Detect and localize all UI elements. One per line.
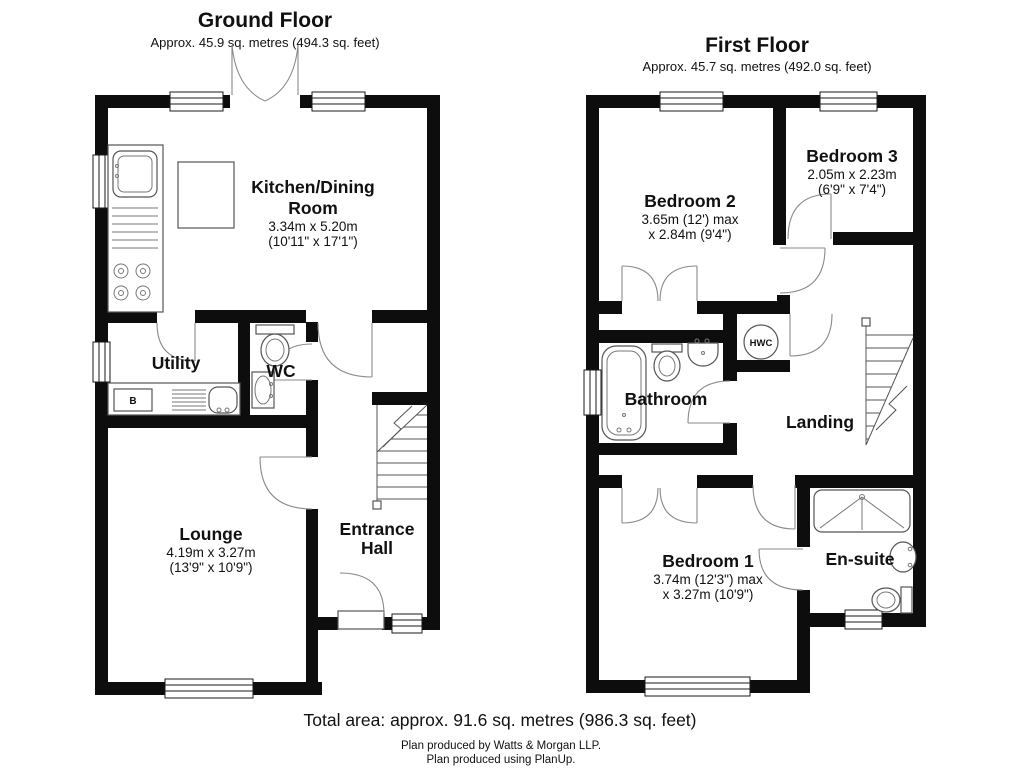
credit-line2: Plan produced using PlanUp. bbox=[427, 754, 576, 766]
kitchen-dim1: 3.34m x 5.20m bbox=[268, 219, 357, 234]
lounge-dim2: (13'9" x 10'9") bbox=[169, 560, 252, 575]
french-doors-icon bbox=[231, 44, 299, 102]
entrance-hall-label-line2: Hall bbox=[361, 538, 393, 558]
landing-label: Landing bbox=[786, 412, 854, 432]
ground-floor-title: Ground Floor bbox=[198, 9, 332, 32]
bedroom3-label: Bedroom 3 bbox=[806, 146, 898, 166]
bedroom2-label: Bedroom 2 bbox=[644, 191, 736, 211]
bathroom-toilet-icon bbox=[651, 343, 683, 382]
hwc-door-icon bbox=[789, 313, 833, 357]
bedroom3-door-icon bbox=[787, 193, 832, 240]
entrance-hall-label-line1: Entrance bbox=[340, 519, 415, 539]
total-area-label: Total area: approx. 91.6 sq. metres (986… bbox=[304, 710, 697, 730]
dining-top-window-icon bbox=[311, 91, 366, 112]
utility-label: Utility bbox=[152, 353, 201, 373]
first-floor-windows bbox=[583, 91, 883, 697]
hwc-cylinder-icon: HWC bbox=[743, 324, 779, 360]
kitchen-fixtures bbox=[107, 144, 235, 313]
boiler-icon: B bbox=[113, 388, 153, 412]
ground-floor-plan: Ground Floor Approx. 45.9 sq. metres (49… bbox=[92, 9, 440, 699]
ensuite-fixtures bbox=[813, 489, 917, 614]
kitchen-label-line2: Room bbox=[288, 198, 338, 218]
ground-floor-subtitle: Approx. 45.9 sq. metres (494.3 sq. feet) bbox=[150, 35, 379, 50]
hob-icon bbox=[113, 263, 151, 301]
bedroom2-window-icon bbox=[659, 91, 724, 112]
wc-label: WC bbox=[266, 361, 296, 381]
bedroom3-dim1: 2.05m x 2.23m bbox=[807, 167, 896, 182]
bedroom3-dim2: (6'9" x 7'4") bbox=[818, 182, 886, 197]
bedroom1-wardrobe-doors-icon bbox=[621, 487, 698, 524]
kitchen-label-line1: Kitchen/Dining bbox=[251, 177, 374, 197]
utility-side-window-icon bbox=[92, 341, 111, 383]
bedroom1-label: Bedroom 1 bbox=[662, 551, 754, 571]
bathroom-fixtures bbox=[601, 338, 719, 441]
bathroom-window-icon bbox=[583, 369, 602, 416]
lounge-door-icon bbox=[259, 456, 313, 510]
bath-icon bbox=[601, 345, 647, 441]
kitchen-top-window-icon bbox=[169, 91, 224, 112]
wc-fixtures bbox=[251, 324, 295, 409]
lounge-dim1: 4.19m x 3.27m bbox=[166, 545, 255, 560]
lounge-bottom-window-icon bbox=[164, 678, 254, 699]
lounge-label: Lounge bbox=[179, 524, 242, 544]
ensuite-window-icon bbox=[844, 609, 883, 630]
bedroom3-window-icon bbox=[819, 91, 878, 112]
bedroom1-dim2: x 3.27m (10'9") bbox=[663, 587, 754, 602]
ensuite-label: En-suite bbox=[825, 549, 894, 569]
bedroom2-dim2: x 2.84m (9'4") bbox=[648, 227, 731, 242]
bedroom1-dim1: 3.74m (12'3") max bbox=[653, 572, 763, 587]
front-door-icon bbox=[337, 572, 385, 630]
first-floor-walls bbox=[586, 95, 926, 693]
utility-fixtures: B bbox=[107, 382, 241, 416]
footer: Total area: approx. 91.6 sq. metres (986… bbox=[304, 710, 697, 766]
ground-floor-walls bbox=[95, 95, 440, 695]
ground-floor-doors bbox=[156, 44, 385, 630]
kitchen-dim2: (10'11" x 17'1") bbox=[268, 234, 358, 249]
shower-icon bbox=[813, 489, 911, 533]
ensuite-toilet-icon bbox=[871, 586, 913, 614]
utility-sink-icon bbox=[208, 386, 238, 414]
bathroom-door-icon bbox=[687, 380, 731, 424]
bathroom-basin-icon bbox=[687, 338, 719, 367]
kitchen-island-icon bbox=[177, 161, 235, 229]
bedroom2-door-icon bbox=[779, 247, 826, 294]
ground-floor-windows bbox=[92, 91, 423, 699]
kitchen-drainer-icon bbox=[112, 207, 158, 249]
credit-line1: Plan produced by Watts & Morgan LLP. bbox=[401, 740, 601, 752]
utility-door-icon bbox=[156, 322, 196, 362]
bedroom1-door-icon bbox=[752, 484, 796, 530]
wc-basin-icon bbox=[251, 371, 275, 409]
ground-floor-stairs-icon bbox=[372, 404, 428, 510]
kitchen-hall-door-icon bbox=[317, 322, 373, 378]
first-floor-title: First Floor bbox=[705, 34, 809, 57]
bathroom-label: Bathroom bbox=[625, 389, 708, 409]
first-floor-subtitle: Approx. 45.7 sq. metres (492.0 sq. feet) bbox=[642, 59, 871, 74]
first-floor-doors bbox=[621, 193, 833, 591]
bedroom2-wardrobe-doors-icon bbox=[621, 265, 698, 302]
hall-bottom-window-icon bbox=[391, 613, 423, 634]
kitchen-sink-icon bbox=[112, 150, 158, 198]
boiler-label: B bbox=[129, 396, 136, 407]
utility-drainer-icon bbox=[172, 389, 206, 411]
first-floor-plan: First Floor Approx. 45.7 sq. metres (492… bbox=[583, 34, 926, 697]
ensuite-door-icon bbox=[758, 548, 804, 591]
bedroom2-dim1: 3.65m (12') max bbox=[641, 212, 738, 227]
wc-toilet-icon bbox=[255, 324, 295, 367]
first-floor-stairs-icon bbox=[861, 317, 914, 446]
bedroom1-window-icon bbox=[644, 676, 751, 697]
hwc-label: HWC bbox=[750, 338, 773, 349]
ensuite-basin-icon bbox=[889, 541, 917, 573]
